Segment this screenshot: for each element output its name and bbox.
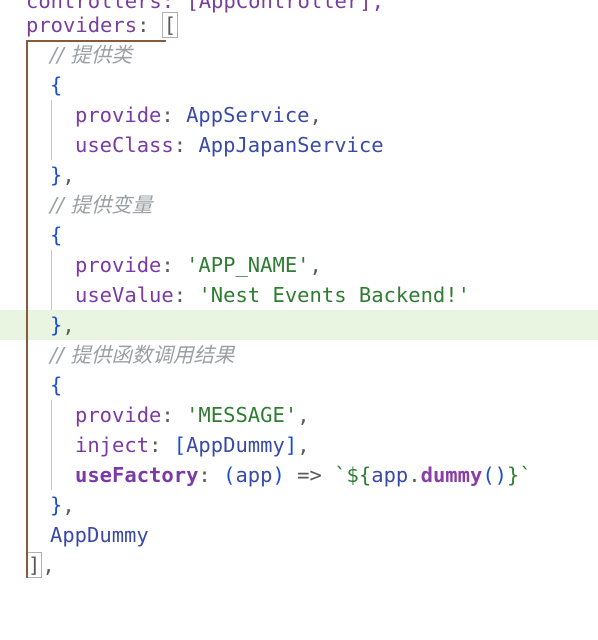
property-key: inject bbox=[75, 433, 150, 457]
matched-bracket: [ bbox=[161, 12, 179, 38]
indent-guide bbox=[51, 100, 52, 160]
property-key: useClass bbox=[75, 133, 174, 157]
colon: : bbox=[149, 433, 162, 457]
code-line[interactable]: useClass: AppJapanService bbox=[0, 130, 598, 160]
colon: : bbox=[173, 133, 187, 157]
property-key: provide bbox=[75, 253, 162, 277]
code-line[interactable]: // 提供类 bbox=[0, 40, 598, 70]
code-line[interactable]: { bbox=[0, 220, 598, 250]
identifier: AppDummy bbox=[50, 523, 149, 547]
code-comment: // 提供类 bbox=[50, 43, 132, 67]
code-text: }, bbox=[50, 310, 75, 340]
close-bracket: ] bbox=[284, 433, 298, 457]
indent-guide bbox=[51, 400, 52, 490]
colon: : bbox=[161, 403, 174, 427]
comma: , bbox=[309, 103, 322, 127]
open-brace: { bbox=[50, 373, 63, 397]
comma: , bbox=[309, 253, 322, 277]
template-open: `${ bbox=[334, 463, 372, 487]
identifier: AppService bbox=[186, 103, 310, 127]
comma: , bbox=[42, 553, 55, 577]
code-text: ], bbox=[26, 550, 55, 580]
code-line[interactable]: { bbox=[0, 70, 598, 100]
code-line[interactable]: { bbox=[0, 370, 598, 400]
comma: , bbox=[62, 313, 75, 337]
code-line[interactable]: useFactory: (app) => `${app.dummy()}` bbox=[0, 460, 598, 490]
property-key: useValue bbox=[75, 283, 174, 307]
code-text: useValue: 'Nest Events Backend!' bbox=[75, 280, 470, 310]
open-paren: ( bbox=[223, 463, 236, 487]
string-literal: 'Nest Events Backend!' bbox=[198, 283, 470, 307]
parameter: app bbox=[235, 463, 273, 487]
code-line-current[interactable]: }, bbox=[0, 310, 598, 340]
dot: . bbox=[408, 463, 421, 487]
code-comment: // 提供变量 bbox=[50, 193, 153, 217]
code-text: provide: 'MESSAGE', bbox=[75, 400, 310, 430]
comma: , bbox=[297, 403, 310, 427]
code-line[interactable]: inject: [AppDummy], bbox=[0, 430, 598, 460]
open-bracket: [ bbox=[173, 433, 187, 457]
template-close: }` bbox=[507, 463, 532, 487]
comma: , bbox=[297, 433, 310, 457]
code-line[interactable]: }, bbox=[0, 490, 598, 520]
code-line[interactable]: provide: AppService, bbox=[0, 100, 598, 130]
code-text: providers: [ bbox=[26, 10, 179, 40]
code-text: }, bbox=[50, 160, 75, 190]
colon: : bbox=[137, 13, 150, 37]
code-line[interactable]: provide: 'APP_NAME', bbox=[0, 250, 598, 280]
arrow-operator: => bbox=[297, 463, 322, 487]
code-line[interactable]: // 提供函数调用结果 bbox=[0, 340, 598, 370]
property-key: provide bbox=[75, 103, 162, 127]
code-text: provide: 'APP_NAME', bbox=[75, 250, 322, 280]
close-paren: ) bbox=[272, 463, 285, 487]
bracket-pair-guide bbox=[26, 40, 28, 578]
colon: : bbox=[161, 253, 174, 277]
code-text: provide: AppService, bbox=[75, 100, 322, 130]
code-editor[interactable]: controllers: [AppController], providers:… bbox=[0, 0, 598, 587]
code-line[interactable]: }, bbox=[0, 160, 598, 190]
code-comment: // 提供函数调用结果 bbox=[50, 343, 235, 367]
call-parens: () bbox=[482, 463, 508, 487]
property-key: providers bbox=[26, 13, 138, 37]
bracket-pair-guide-top bbox=[26, 40, 166, 42]
code-text: controllers: [AppController], bbox=[26, 0, 384, 13]
code-text: useFactory: (app) => `${app.dummy()}` bbox=[75, 460, 532, 490]
property-key: useFactory bbox=[75, 463, 199, 487]
open-bracket: [ bbox=[163, 13, 177, 37]
code-text: inject: [AppDummy], bbox=[75, 430, 310, 460]
code-text: }, bbox=[50, 490, 75, 520]
code-line[interactable]: AppDummy bbox=[0, 520, 598, 550]
colon: : bbox=[173, 283, 187, 307]
open-brace: { bbox=[50, 73, 63, 97]
close-brace: } bbox=[50, 163, 63, 187]
code-line[interactable]: controllers: [AppController], bbox=[0, 0, 598, 16]
identifier: AppJapanService bbox=[198, 133, 384, 157]
code-line[interactable]: useValue: 'Nest Events Backend!' bbox=[0, 280, 598, 310]
indent-guide bbox=[51, 250, 52, 310]
code-line[interactable]: // 提供变量 bbox=[0, 190, 598, 220]
close-brace: } bbox=[50, 493, 63, 517]
property-key: provide bbox=[75, 403, 162, 427]
colon: : bbox=[161, 103, 174, 127]
string-literal: 'APP_NAME' bbox=[186, 253, 310, 277]
object-ref: app bbox=[371, 463, 409, 487]
comma: , bbox=[62, 163, 75, 187]
code-text: useClass: AppJapanService bbox=[75, 130, 384, 160]
colon: : bbox=[198, 463, 211, 487]
close-bracket: ] bbox=[26, 552, 43, 578]
string-literal: 'MESSAGE' bbox=[186, 403, 298, 427]
identifier: AppDummy bbox=[186, 433, 285, 457]
open-brace: { bbox=[50, 223, 63, 247]
method-call: dummy bbox=[420, 463, 483, 487]
code-line[interactable]: providers: [ bbox=[0, 10, 598, 40]
code-line[interactable]: ], bbox=[0, 550, 598, 580]
close-brace: } bbox=[50, 313, 63, 337]
comma: , bbox=[62, 493, 75, 517]
code-line[interactable]: provide: 'MESSAGE', bbox=[0, 400, 598, 430]
